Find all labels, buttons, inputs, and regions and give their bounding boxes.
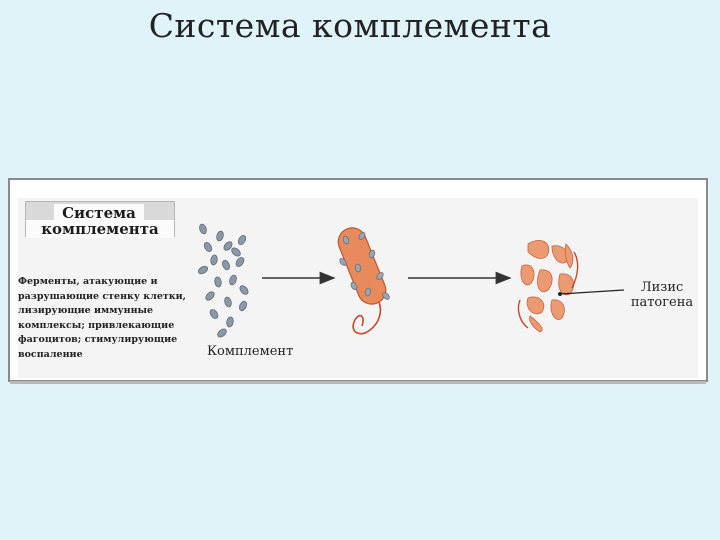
bacterium [337,227,390,335]
complement-particle [199,223,207,235]
complement-particle [210,254,218,266]
figure-heading-box: Система комплемента [25,201,175,238]
lysis-leader-line [559,289,625,295]
cell-fragment [564,243,574,269]
cell-fragment [529,315,543,333]
bound-complement-particle [364,287,372,297]
bacterium-body [337,227,387,305]
bound-complement-particle [358,231,366,241]
complement-particle [235,257,245,267]
complement-particle [222,259,230,271]
cell-fragment [526,296,545,315]
slide-title: Система комплемента [148,6,552,45]
description-line: комплексы; привлекающие [18,319,175,331]
bound-complement-particle [376,272,384,280]
complement-particle [224,296,232,308]
flagellum-fragment [571,251,579,289]
description-line: разрушающие стенку клетки, [18,290,186,302]
cell-fragment [527,240,550,259]
complement-particle [205,291,215,301]
complement-particle [216,230,224,242]
complement-particle [239,285,249,295]
bound-complement-particle [354,263,362,273]
complement-particle [197,265,209,275]
description-line: Ферменты, атакующие и [18,276,158,287]
description-line: фагоцитов; стимулирующие [18,334,178,346]
bound-complement-particle [339,258,347,266]
bound-complement-particle [342,235,350,245]
complement-particle [203,241,213,253]
complement-particle [231,247,241,257]
description-line: воспаление [18,348,83,360]
cell-fragment [551,245,569,264]
figure-description: Ферменты, атакующие и разрушающие стенку… [18,275,203,363]
lysis-label-line: Лизис [640,280,684,295]
flagellum [352,299,382,335]
lysis-leader-dot [558,292,562,296]
complement-particle [239,300,247,312]
cell-fragment [550,299,565,320]
complement-label: Комплемент [207,344,294,359]
complement-particle [237,234,247,246]
lysis-label: Лизис патогена [622,280,702,310]
complement-particles [197,223,249,338]
cell-fragment [558,273,574,296]
bound-complement-particle [350,281,358,291]
lysis-label-line: патогена [630,295,694,310]
complement-particle [209,309,219,319]
cell-fragment [520,264,535,286]
description-line: лизирующие иммунные [18,305,154,317]
complement-particle [229,274,237,286]
complement-particle [217,328,227,338]
cell-fragment [537,269,553,293]
flagellum-fragment [517,299,529,329]
bound-complement-particle [382,292,390,300]
complement-particle [214,276,222,288]
bound-complement-particle [368,249,376,259]
lysed-pathogen [517,240,579,333]
figure-heading-line-2: комплемента [26,220,174,238]
complement-particle [223,241,233,251]
complement-particle [226,316,234,328]
figure-heading-line-1: Система [54,204,144,222]
